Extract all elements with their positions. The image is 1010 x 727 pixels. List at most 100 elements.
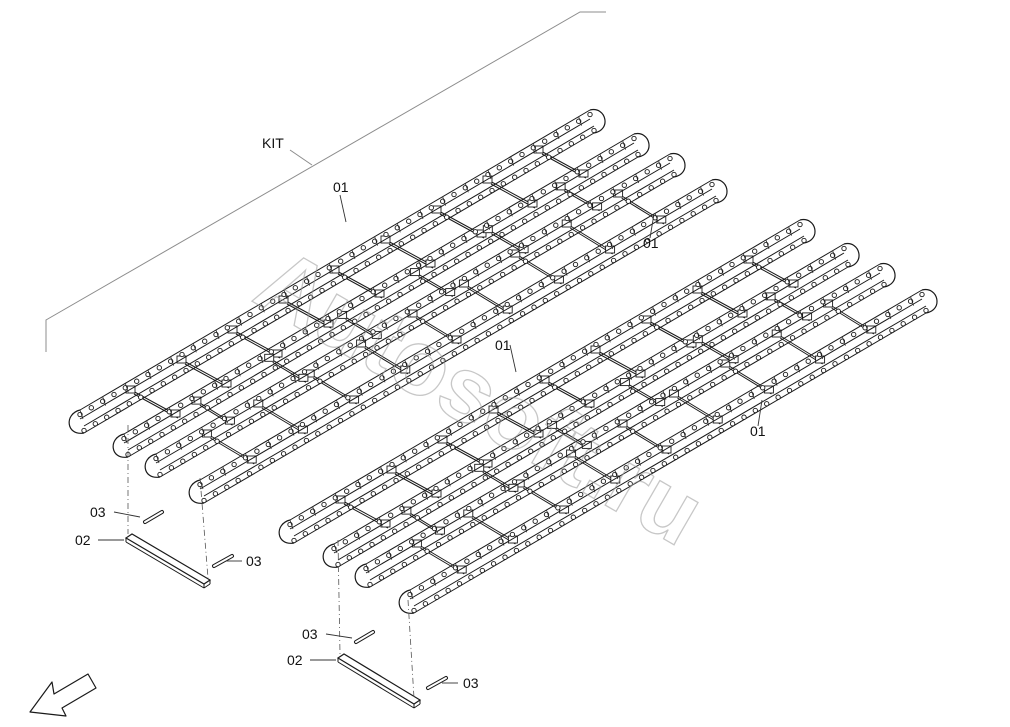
chain-assembly-left-pair2-bar-edge-1 (258, 403, 303, 431)
chain-assembly-right-strand-1-link-plate (380, 466, 385, 476)
chain-assembly-left-strand-2-roller-bottom (238, 385, 244, 391)
chain-assembly-right-strand-1-roller-bottom (778, 251, 784, 257)
chain-assembly-right-strand-3-roller-bottom (698, 388, 704, 394)
chain-assembly-right-strand-1-roller-bottom (722, 284, 728, 290)
chain-assembly-right-strand-1-roller-top (412, 448, 418, 454)
chain-assembly-left-strand-3 (144, 153, 686, 478)
chain-assembly-right-strand-1-roller-bottom (756, 264, 762, 270)
chain-assembly-right-strand-1-link-plate (538, 373, 543, 383)
chain-assembly-right-strand-1-roller-bottom (563, 377, 569, 384)
chain-assembly-right-strand-2-roller-bottom (652, 375, 658, 381)
chain-assembly-right-strand-2 (322, 243, 860, 568)
chain-assembly-right-strand-4-roller-top (509, 531, 516, 538)
chain-assembly-left-strand-3-roller-bottom (305, 385, 312, 391)
chain-assembly-right-strand-3-roller-bottom (801, 328, 807, 334)
chain-assembly-left-strand-1-link-plate (238, 316, 243, 326)
chain-assembly-left-strand-3-roller-top (210, 422, 216, 428)
chain-assembly-left-strand-4-roller-bottom (588, 271, 594, 277)
chain-assembly-right-strand-1-roller-top (434, 435, 440, 441)
chain-assembly-left-strand-2-roller-top (155, 415, 161, 422)
chain-assembly-right-strand-2-roller-top (637, 365, 643, 372)
chain-assembly-right-strand-4-link-plate (523, 523, 528, 533)
callout-01-c: 01 (495, 337, 511, 353)
chain-assembly-left-strand-3-roller-bottom (477, 285, 483, 291)
chain-assembly-right-strand-2-roller-bottom (392, 528, 398, 534)
chain-assembly-right-strand-4-roller-bottom (616, 487, 622, 494)
bar-02-left-edge3 (125, 541, 205, 589)
chain-assembly-left-strand-4-roller-top (368, 381, 374, 388)
chain-assembly-right-strand-1-end-arc-right (799, 219, 816, 244)
chain-assembly-left-strand-3-roller-bottom (511, 265, 517, 271)
callout-01-a: 01 (333, 179, 349, 195)
chain-assembly-left-strand-3-roller-bottom (397, 331, 403, 338)
chain-assembly-left-strand-1-roller-bottom (376, 254, 382, 260)
chain-assembly-left-strand-2-bottom-edge (127, 149, 639, 451)
chain-assembly-left-strand-2-roller-bottom (465, 251, 471, 258)
chain-assembly-right-strand-1-roller-bottom (382, 484, 388, 490)
chain-assembly-right-strand-1-roller-top (366, 475, 372, 481)
chain-assembly-right-strand-3-roller-bottom (401, 561, 407, 568)
chain-assembly-left-strand-1-roller-bottom (183, 367, 189, 374)
chain-assembly-right-strand-4-roller-bottom (525, 541, 531, 547)
chain-assembly-right-strand-4-roller-bottom (536, 534, 542, 540)
chain-assembly-left-strand-1-roller-top (270, 298, 276, 304)
chain-assembly-left-strand-3-roller-top (233, 409, 239, 415)
chain-assembly-right-strand-1-roller-top (593, 341, 599, 348)
chain-assembly-left-strand-3-roller-top (438, 289, 445, 295)
chain-assembly-left-strand-2-top-edge (123, 133, 635, 435)
chain-assembly-left-strand-2-roller-top (268, 349, 274, 355)
bar-02-right-edge5 (413, 703, 421, 709)
chain-assembly-left-strand-4-end-arc-left (188, 479, 205, 504)
chain-assembly-right-strand-1-roller-top (344, 488, 350, 494)
chain-assembly-left-strand-2-bottom-edge-2 (127, 156, 639, 458)
chain-assembly-right-strand-2-roller-bottom (516, 455, 522, 461)
chain-assembly-left-strand-1-roller-bottom (387, 247, 393, 254)
chain-assembly-right-strand-1-roller-bottom (472, 431, 478, 437)
chain-assembly-left-strand-1-roller-top (474, 178, 480, 184)
chain-assembly-left-strand-1-link-plate (306, 276, 311, 286)
chain-assembly-left-strand-1-link-plate (79, 409, 84, 420)
chain-assembly-right-strand-3-roller-bottom (504, 501, 510, 508)
drop-line-right-1 (337, 539, 341, 655)
chain-assembly-right-strand-2-roller-bottom (811, 281, 817, 288)
chain-assembly-left-strand-3-link-plate (247, 400, 251, 410)
chain-assembly-right-strand-1-link-plate (652, 306, 657, 316)
chain-assembly-right-strand-3-roller-top (740, 345, 746, 352)
chain-assembly-right-strand-3-roller-bottom (561, 468, 567, 474)
chain-assembly-left-strand-1-roller-bottom (319, 287, 325, 294)
chain-assembly-left-strand-3-link-plate (292, 373, 297, 384)
chain-assembly-right-strand-3-roller-bottom (435, 541, 442, 548)
chain-assembly-right-strand-4-roller-top (737, 398, 743, 404)
chain-assembly-left-strand-1-end-arc-right (589, 109, 606, 134)
chain-assembly-left-strand-4-link-plate (495, 306, 500, 316)
chain-assembly-right-strand-2-roller-bottom (698, 348, 704, 354)
chain-assembly-right-strand-3-roller-top (717, 359, 723, 365)
chain-assembly-left-strand-4-roller-bottom (667, 224, 674, 230)
chain-assembly-right-strand-3-link-plate (434, 523, 438, 534)
chain-assembly-right-strand-3-link-plate (799, 310, 804, 320)
chain-assembly-right-strand-2-roller-bottom (720, 335, 726, 341)
chain-assembly-right-strand-3-roller-bottom (572, 461, 579, 468)
chain-assembly-left-strand-3-link-plate (155, 453, 160, 464)
chain-assembly-right-strand-1-roller-bottom (597, 357, 603, 364)
chain-assembly-left-strand-3-link-plate (566, 213, 571, 224)
chain-assembly-right-strand-1-roller-bottom (767, 257, 773, 264)
chain-assembly-left-strand-3-roller-bottom (317, 378, 323, 384)
chain-assembly-left-strand-3-roller-bottom (534, 251, 540, 258)
chain-assembly-left-strand-3-roller-top (278, 382, 285, 388)
bar-set-right (336, 539, 448, 709)
chain-assembly-left-pair2-bar (458, 279, 513, 315)
chain-assembly-left-strand-4-link-plate (449, 333, 454, 343)
chain-assembly-left-strand-4-roller-bottom (554, 291, 560, 297)
chain-assembly-left-strand-3-roller-bottom (442, 305, 449, 311)
chain-assembly-right-strand-4-roller-top (441, 571, 447, 578)
chain-assembly-left-strand-1-roller-bottom (240, 334, 246, 340)
chain-assembly-left-strand-3-link-plate (269, 387, 274, 397)
chain-assembly-right-strand-3-roller-bottom (835, 308, 841, 314)
chain-assembly-right-strand-1-roller-bottom (552, 384, 558, 390)
chain-assembly-left-strand-1-roller-bottom (534, 161, 540, 167)
chain-assembly-right-strand-1-link-plate (697, 279, 702, 290)
chain-assembly-right-strand-1-roller-bottom (427, 457, 433, 464)
chain-assembly-right-strand-3-roller-top (877, 265, 883, 272)
chain-assembly-left-mid-tab (592, 202, 603, 211)
